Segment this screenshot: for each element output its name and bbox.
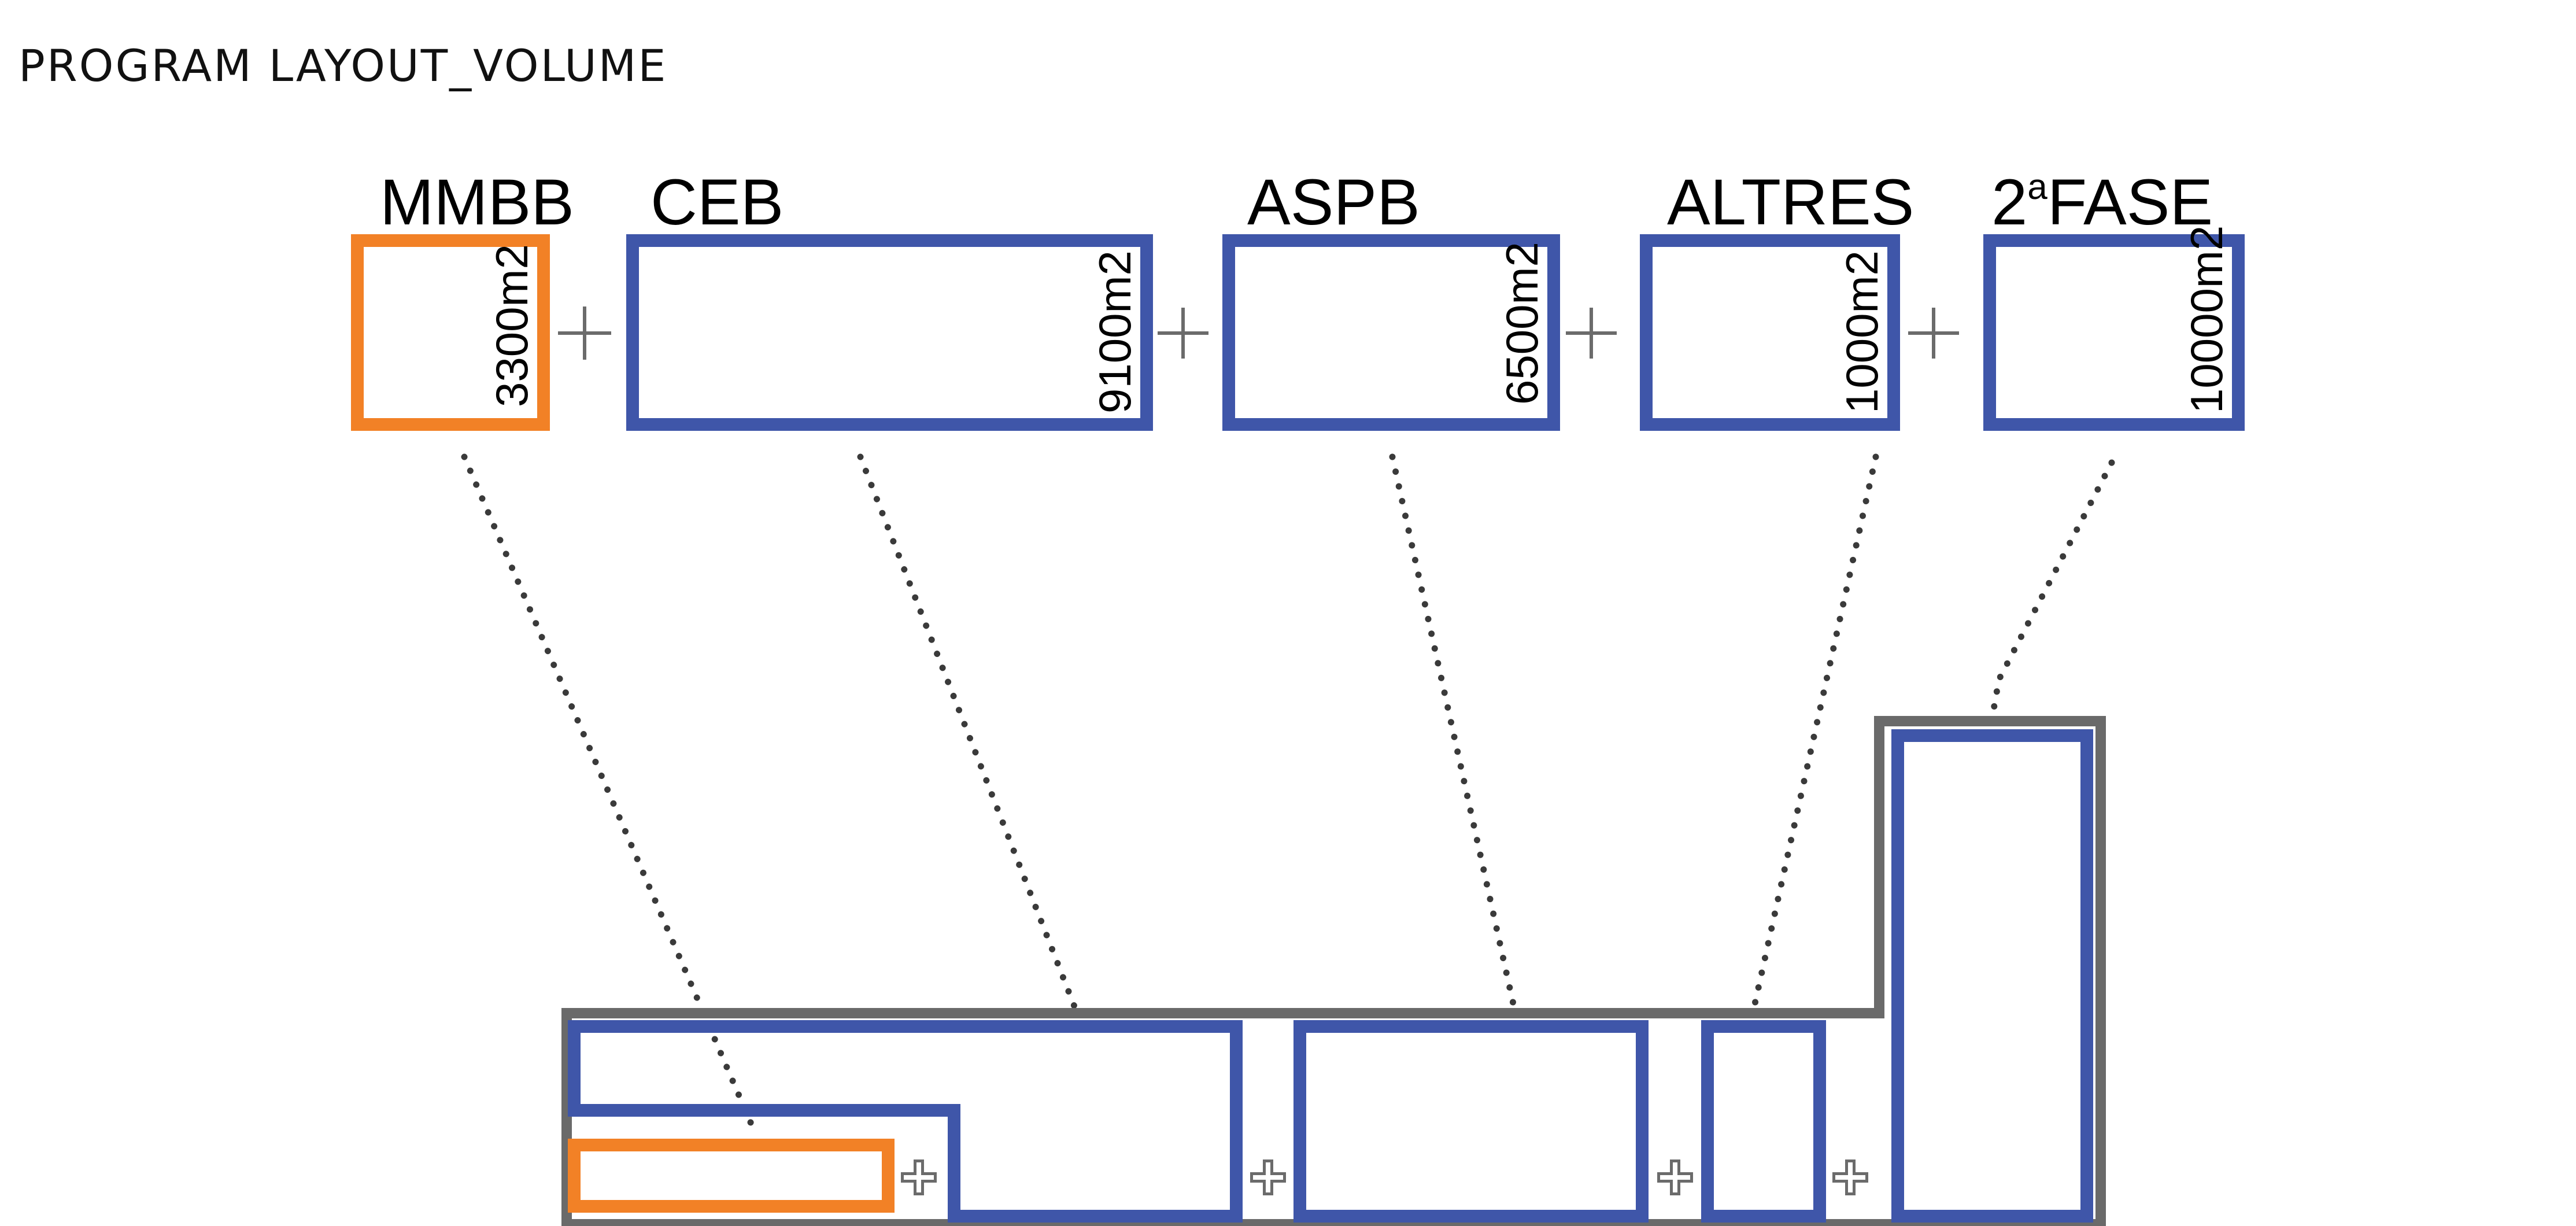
plus-sign-small-1 — [901, 1159, 937, 1195]
plus-sign-2 — [1158, 308, 1208, 359]
leader-line-mmbb — [461, 453, 756, 1131]
program-area-aspb: 6500m2 — [1496, 242, 1547, 405]
program-box-mmbb — [351, 234, 550, 431]
page-title: PROGRAM LAYOUT_VOLUME — [19, 40, 667, 91]
program-area-altres: 1000m2 — [1836, 250, 1887, 413]
plus-sign-small-3 — [1657, 1159, 1693, 1195]
program-ceb: CEB 9100m2 — [626, 166, 1153, 431]
program-box-aspb — [1222, 234, 1560, 431]
program-label-ceb: CEB — [651, 166, 783, 238]
program-label-2a-fase-number: 2 — [1991, 166, 2027, 238]
plus-sign-4 — [1908, 308, 1959, 359]
program-box-ceb — [626, 234, 1153, 431]
program-aspb: ASPB 6500m2 — [1222, 166, 1560, 431]
program-label-altres: ALTRES — [1667, 166, 1914, 238]
program-area-ceb: 9100m2 — [1089, 250, 1140, 413]
plus-sign-small-2 — [1250, 1159, 1286, 1195]
volume-ceb — [568, 1020, 1243, 1223]
plus-sign-small-4 — [1832, 1159, 1868, 1195]
leader-line-2a-fase — [1987, 459, 2115, 732]
program-label-mmbb: MMBB — [380, 166, 574, 238]
volume-2a-fase — [1891, 729, 2093, 1223]
program-label-2a-fase: 2aFASE — [1991, 166, 2213, 238]
program-area-mmbb: 3300m2 — [486, 244, 537, 407]
program-area-2a-fase: 10000m2 — [2181, 226, 2232, 413]
building-outline — [561, 716, 2106, 1226]
plus-sign-3 — [1566, 308, 1617, 359]
program-mmbb: MMBB 3300m2 — [351, 166, 574, 431]
program-altres: ALTRES 1000m2 — [1640, 166, 1914, 431]
leader-line-aspb — [1389, 453, 1520, 1020]
program-box-2a-fase — [1983, 234, 2245, 431]
volume-aspb — [1293, 1020, 1649, 1223]
program-label-2a-fase-text: FASE — [2048, 166, 2213, 238]
leader-lines — [461, 453, 2115, 1131]
program-2a-fase: 2aFASE 10000m2 — [1983, 166, 2245, 431]
plus-sign-1 — [558, 306, 611, 360]
leader-line-ceb — [857, 453, 1082, 1020]
volume-mmbb — [568, 1139, 895, 1213]
leader-line-altres — [1749, 453, 1879, 1020]
program-label-aspb: ASPB — [1247, 166, 1420, 238]
program-box-altres — [1640, 234, 1900, 431]
building-volume — [561, 716, 2106, 1226]
program-label-2a-fase-superscript: a — [2027, 167, 2048, 207]
volume-altres — [1701, 1020, 1826, 1223]
